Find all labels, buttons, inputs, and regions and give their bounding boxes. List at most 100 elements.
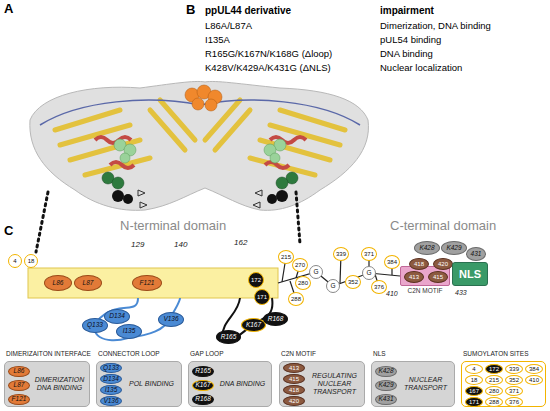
residue-label: 215 bbox=[281, 254, 291, 260]
sumoylation-site: 280 bbox=[485, 386, 503, 396]
legend-title: SUMOYLATON SITES bbox=[463, 351, 529, 358]
residue-label: I135 bbox=[105, 387, 118, 394]
connector-loop-residue: Q133 bbox=[82, 318, 108, 333]
nls-residue: 431 bbox=[466, 247, 486, 261]
nls-residue: K429 bbox=[375, 380, 397, 391]
table-cell: pUL54 binding bbox=[380, 35, 441, 45]
residue-label: K428 bbox=[419, 245, 434, 252]
legend-title: DIMERIZAITON INTERFACE bbox=[6, 351, 91, 358]
nls-residue: K431 bbox=[375, 394, 397, 405]
residue-label: K431 bbox=[378, 396, 393, 403]
connector-loop-line bbox=[95, 298, 180, 340]
table-cell: K428V/K429A/K431G (ΔNLS) bbox=[205, 63, 331, 73]
c2n-residue: 420 bbox=[433, 258, 453, 270]
residue-label: 171 bbox=[469, 399, 479, 405]
residue-label: 172 bbox=[251, 277, 261, 283]
connector-loop-residue: D134 bbox=[100, 374, 122, 384]
c2n-residue: 413 bbox=[404, 271, 424, 283]
legend-description: DNA BINDING bbox=[217, 380, 268, 388]
residue-number: 410 bbox=[386, 290, 398, 298]
residue-label: L87 bbox=[14, 382, 25, 389]
residue-label: F121 bbox=[140, 280, 155, 287]
residue-label: R168 bbox=[195, 396, 211, 403]
residue-label: 413 bbox=[409, 274, 419, 280]
table-cell: DNA binding bbox=[380, 49, 433, 59]
dimerization-residue: F121 bbox=[132, 275, 162, 291]
residue-label: 384 bbox=[387, 259, 397, 265]
c2n-residue: 415 bbox=[283, 374, 305, 384]
table-cell: Nuclear localization bbox=[380, 63, 462, 73]
c2n-residue: 415 bbox=[428, 271, 448, 283]
residue-label: Q133 bbox=[87, 322, 103, 329]
sumoylation-site: 4 bbox=[465, 364, 483, 374]
legend-description: REGULATING NUCLEAR TRANSPORT bbox=[308, 372, 361, 396]
residue-label: K167 bbox=[195, 382, 210, 389]
residue-label: G bbox=[313, 269, 318, 276]
residue-label: Q133 bbox=[103, 365, 119, 372]
sumoylation-residue: 171 bbox=[465, 397, 483, 407]
sumoylation-site: 339 bbox=[505, 364, 523, 374]
connector-loop-residue: I135 bbox=[116, 324, 142, 339]
sumoylation-site: 371 bbox=[361, 247, 377, 261]
residue-label: 418 bbox=[289, 387, 299, 393]
nls-residue: K428 bbox=[414, 241, 440, 255]
residue-label: K428 bbox=[378, 368, 393, 375]
sumoylation-site: 215 bbox=[485, 375, 503, 385]
sumoylation-site: 270 bbox=[292, 258, 308, 272]
legend-box: CONNECTOR LOOPPOL BINDINGQ133D134I135V13… bbox=[96, 361, 182, 407]
panel-letter: A bbox=[4, 2, 13, 16]
residue-label: 288 bbox=[489, 399, 499, 405]
sumoylation-site: 18 bbox=[465, 375, 483, 385]
residue-label: 167 bbox=[469, 388, 479, 394]
sumoylation-site: 376 bbox=[371, 280, 387, 294]
residue-label: 4 bbox=[472, 366, 475, 372]
residue-label: 270 bbox=[295, 262, 305, 268]
panel-letter: C bbox=[4, 224, 13, 238]
residue-label: R165 bbox=[195, 368, 211, 375]
residue-label: R168 bbox=[268, 316, 284, 323]
residue-label: 418 bbox=[414, 261, 424, 267]
gap-loop-residue: R168 bbox=[263, 312, 288, 326]
residue-number: 140 bbox=[174, 241, 187, 250]
c2n-motif-box: C2N MOTIF413415418420 bbox=[400, 266, 450, 286]
residue-number: 162 bbox=[234, 239, 247, 248]
residue-label: V136 bbox=[103, 398, 118, 405]
sumoylation-site: 352 bbox=[345, 275, 361, 289]
residue-label: 280 bbox=[298, 280, 308, 286]
table-cell: Dimerization, DNA binding bbox=[380, 21, 491, 31]
sumoylation-site: 384 bbox=[525, 364, 543, 374]
dimerization-residue: L87 bbox=[74, 275, 102, 291]
legend-title: GAP LOOP bbox=[190, 351, 223, 358]
residue-label: 352 bbox=[348, 279, 358, 285]
n-terminal-bar bbox=[28, 268, 278, 298]
residue-label: 410 bbox=[529, 377, 539, 383]
residue-label: 172 bbox=[489, 366, 499, 372]
residue-label: 413 bbox=[289, 365, 299, 371]
residue-label: 215 bbox=[489, 377, 499, 383]
residue-label: D134 bbox=[109, 313, 125, 320]
dark-green-residues bbox=[102, 172, 298, 189]
residue-label: K429 bbox=[378, 382, 393, 389]
residue-label: 415 bbox=[433, 274, 443, 280]
protein-structure bbox=[30, 81, 369, 210]
sumoylation-site: 410 bbox=[525, 375, 543, 385]
beta-strands bbox=[55, 100, 345, 175]
residue-label: 339 bbox=[509, 366, 519, 372]
dimerization-residue: L86 bbox=[8, 366, 30, 377]
connector-loop-residue: Q133 bbox=[100, 363, 122, 373]
legend-title: C2N MOTIF bbox=[281, 351, 316, 358]
zoom-dotted-lines bbox=[36, 192, 300, 252]
legend-title: NLS bbox=[373, 351, 386, 358]
residue-label: 339 bbox=[336, 251, 346, 257]
connector-loop-residue: I135 bbox=[100, 385, 122, 395]
sumoylation-residue: 171 bbox=[254, 289, 270, 305]
legend-description: DIMERIZATION DNA BINDING bbox=[33, 376, 86, 392]
residue-label: I135 bbox=[123, 328, 136, 335]
table-heading: ppUL44 derivative bbox=[205, 5, 291, 16]
residue-label: F121 bbox=[12, 396, 27, 403]
sumoylation-site: 376 bbox=[505, 397, 523, 407]
c2n-residue: 413 bbox=[283, 363, 305, 373]
connector-loop-residue: V136 bbox=[100, 396, 122, 406]
